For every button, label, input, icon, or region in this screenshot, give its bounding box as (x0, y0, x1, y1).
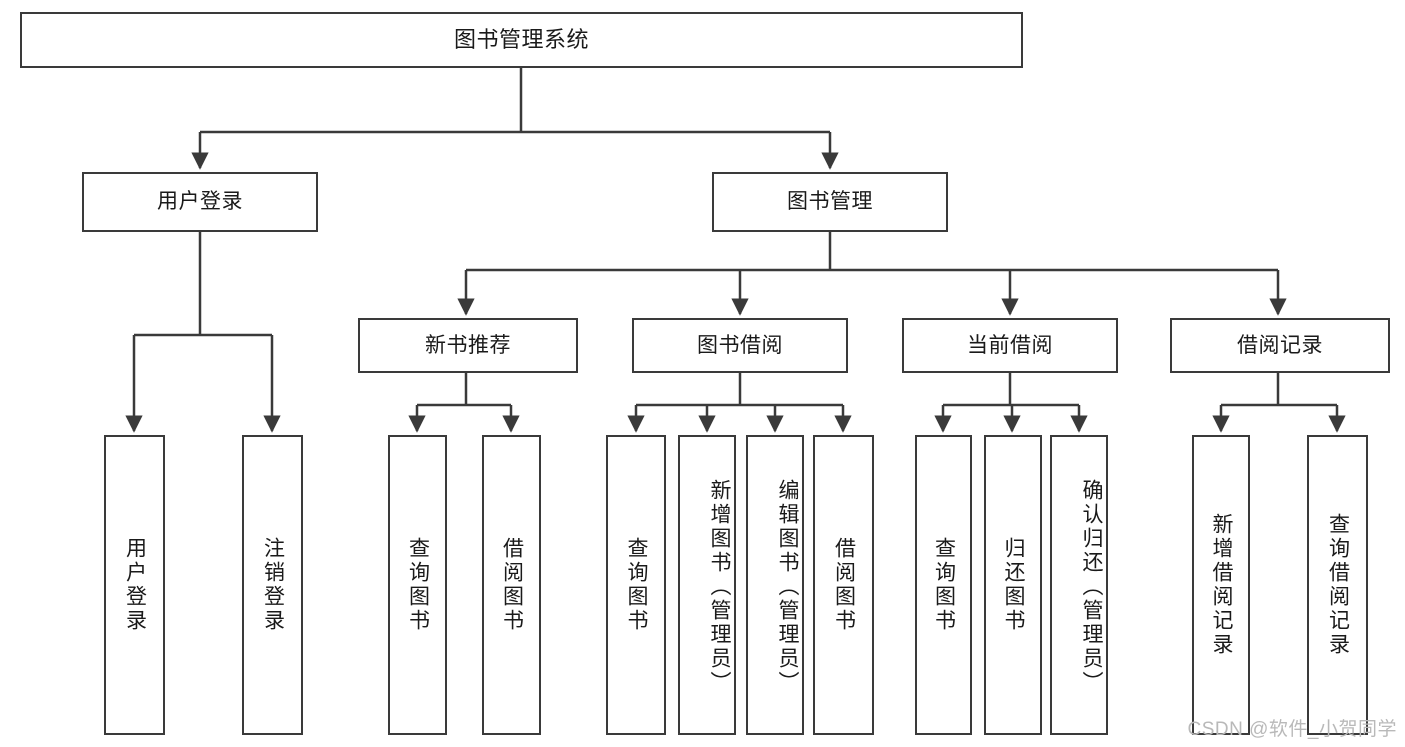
node-leaf-query-book-3-label: 查询图书 (932, 537, 956, 633)
node-root-label: 图书管理系统 (453, 26, 589, 52)
node-leaf-confirm-return[interactable]: 确认归还（管理员） (1050, 435, 1108, 735)
node-leaf-edit-book[interactable]: 编辑图书（管理员） (746, 435, 804, 735)
node-book-manage-label: 图书管理 (787, 190, 873, 214)
node-leaf-query-book-2-label: 查询图书 (625, 537, 648, 633)
node-user-login[interactable]: 用户登录 (82, 172, 318, 232)
node-new-book-recommend[interactable]: 新书推荐 (358, 318, 578, 373)
node-leaf-user-login-label: 用户登录 (123, 537, 147, 633)
node-book-borrow-label: 图书借阅 (697, 333, 783, 357)
node-leaf-user-login[interactable]: 用户登录 (104, 435, 165, 735)
node-new-book-recommend-label: 新书推荐 (425, 333, 511, 357)
node-borrow-record[interactable]: 借阅记录 (1170, 318, 1390, 373)
node-leaf-confirm-return-label: 确认归还（管理员） (1080, 479, 1103, 695)
node-leaf-edit-book-label: 编辑图书（管理员） (776, 479, 799, 695)
node-leaf-borrow-book-1[interactable]: 借阅图书 (482, 435, 541, 735)
node-leaf-query-book-1-label: 查询图书 (406, 537, 430, 633)
node-leaf-user-logout-label: 注销登录 (261, 537, 285, 633)
node-book-manage[interactable]: 图书管理 (712, 172, 948, 232)
csdn-watermark: CSDN @软件_小贺同学 (1187, 719, 1397, 740)
node-leaf-user-logout[interactable]: 注销登录 (242, 435, 303, 735)
node-book-borrow[interactable]: 图书借阅 (632, 318, 848, 373)
node-current-borrow-label: 当前借阅 (967, 333, 1053, 357)
node-leaf-add-record[interactable]: 新增借阅记录 (1192, 435, 1250, 735)
node-root-system[interactable]: 图书管理系统 (20, 12, 1023, 68)
node-current-borrow[interactable]: 当前借阅 (902, 318, 1118, 373)
node-borrow-record-label: 借阅记录 (1237, 333, 1323, 357)
node-leaf-query-record[interactable]: 查询借阅记录 (1307, 435, 1368, 735)
node-leaf-borrow-book-2-label: 借阅图书 (832, 537, 856, 633)
node-leaf-borrow-book-2[interactable]: 借阅图书 (813, 435, 874, 735)
node-leaf-add-book[interactable]: 新增图书（管理员） (678, 435, 736, 735)
node-leaf-query-book-3[interactable]: 查询图书 (915, 435, 972, 735)
node-leaf-add-record-label: 新增借阅记录 (1210, 513, 1233, 657)
node-leaf-query-record-label: 查询借阅记录 (1326, 513, 1350, 657)
node-leaf-return-book-label: 归还图书 (1002, 537, 1025, 633)
node-user-login-label: 用户登录 (157, 190, 243, 214)
node-leaf-add-book-label: 新增图书（管理员） (708, 479, 731, 695)
node-leaf-borrow-book-1-label: 借阅图书 (500, 537, 524, 633)
node-leaf-query-book-2[interactable]: 查询图书 (606, 435, 666, 735)
node-leaf-query-book-1[interactable]: 查询图书 (388, 435, 447, 735)
node-leaf-return-book[interactable]: 归还图书 (984, 435, 1042, 735)
